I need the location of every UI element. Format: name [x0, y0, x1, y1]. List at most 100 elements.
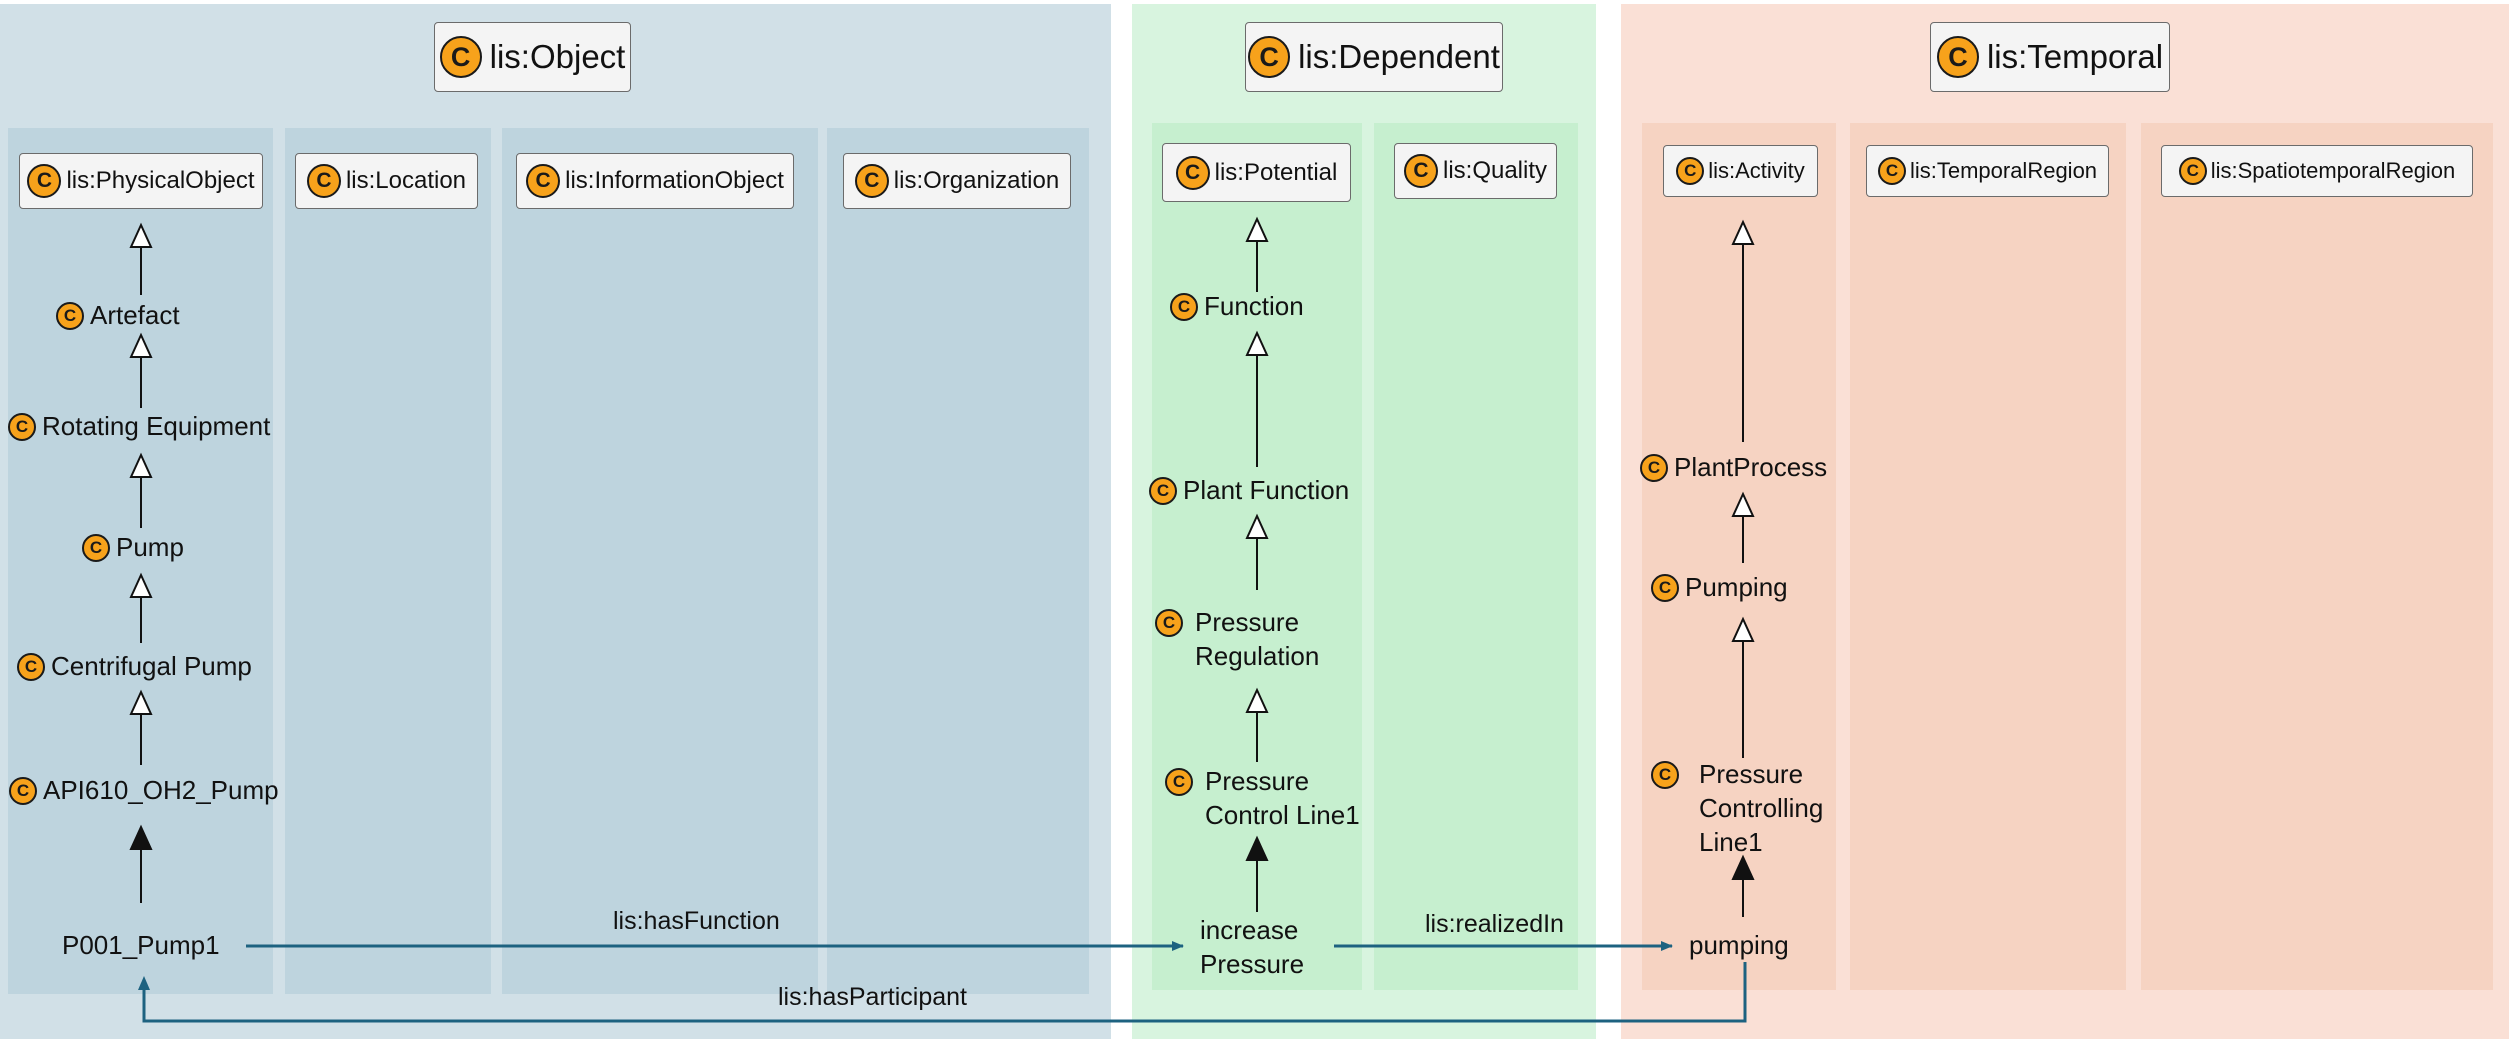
class-c-icon: C — [1936, 36, 1979, 78]
class-c-icon: C — [8, 412, 36, 441]
class-node-label: API610_OH2_Pump — [43, 775, 279, 805]
class-node-label: Artefact — [90, 300, 180, 330]
class-node-pressure-controlling-line1[interactable]: C Pressure Controlling Line1 — [1651, 757, 1849, 859]
class-node-pressure-control-line1[interactable]: C Pressure Control Line1 — [1165, 764, 1375, 832]
class-c-icon: C — [1877, 157, 1906, 185]
class-node-artefact[interactable]: C Artefact — [56, 300, 180, 331]
class-node-plant-function[interactable]: C Plant Function — [1149, 475, 1349, 506]
class-c-icon: C — [17, 652, 45, 681]
subclass-arrowhead — [129, 689, 153, 715]
class-box-label: lis:InformationObject — [565, 167, 784, 194]
subclass-arrowhead — [1731, 219, 1755, 245]
class-node-pump[interactable]: C Pump — [82, 532, 184, 563]
relation-label-realized-in: lis:realizedIn — [1425, 910, 1564, 938]
subclass-arrowhead — [1245, 216, 1269, 242]
class-box-information-object[interactable]: C lis:InformationObject — [516, 153, 794, 209]
class-node-label: PlantProcess — [1674, 452, 1828, 482]
class-c-icon: C — [2178, 157, 2207, 185]
class-box-label: lis:SpatiotemporalRegion — [2210, 158, 2456, 183]
has-participant-arrowhead — [138, 976, 150, 990]
class-c-icon: C — [1248, 36, 1291, 78]
subclass-arrowhead — [129, 452, 153, 478]
class-node-label: Plant Function — [1183, 475, 1350, 505]
class-node-label: Rotating Equipment — [42, 411, 271, 441]
subclass-arrowhead — [129, 222, 153, 248]
class-node-label: Pump — [116, 532, 184, 562]
class-box-label: lis:Organization — [893, 167, 1060, 194]
column-organization — [827, 128, 1089, 994]
class-node-label: Pressure Regulation — [1195, 607, 1320, 671]
class-box-label: lis:Quality — [1442, 157, 1548, 184]
class-c-icon: C — [9, 776, 37, 805]
class-box-spatiotemporal-region[interactable]: C lis:SpatiotemporalRegion — [2161, 145, 2473, 197]
class-node-label: Centrifugal Pump — [51, 651, 252, 681]
subclass-arrowhead — [1245, 330, 1269, 356]
class-c-icon: C — [1165, 768, 1193, 796]
object-panel-title[interactable]: C lis:Object — [434, 22, 631, 92]
class-node-label: Function — [1204, 291, 1304, 321]
class-box-potential[interactable]: C lis:Potential — [1162, 143, 1351, 202]
class-c-icon: C — [439, 36, 482, 78]
subclass-arrowhead — [1731, 491, 1755, 517]
class-c-icon: C — [1640, 453, 1668, 482]
column-activity — [1642, 123, 1836, 990]
class-box-label: lis:Potential — [1214, 158, 1338, 186]
class-c-icon: C — [1651, 761, 1679, 789]
class-c-icon: C — [27, 164, 62, 198]
class-node-api610-oh2-pump[interactable]: C API610_OH2_Pump — [9, 775, 279, 806]
class-box-label: lis:Location — [345, 167, 467, 194]
class-node-pumping[interactable]: C Pumping — [1651, 572, 1788, 603]
has-participant-edge — [142, 962, 1747, 1023]
subclass-arrowhead — [1245, 687, 1269, 713]
column-temporal-region — [1850, 123, 2126, 990]
class-c-icon: C — [526, 164, 561, 198]
column-quality — [1374, 123, 1578, 990]
class-box-temporal-region[interactable]: C lis:TemporalRegion — [1866, 145, 2109, 197]
class-c-icon: C — [1651, 573, 1679, 602]
column-location — [285, 128, 491, 994]
class-node-centrifugal-pump[interactable]: C Centrifugal Pump — [17, 651, 252, 682]
class-c-icon: C — [854, 164, 889, 198]
relation-label-has-participant: lis:hasParticipant — [778, 983, 967, 1011]
class-c-icon: C — [306, 164, 341, 198]
dependent-panel-title-label: lis:Dependent — [1298, 38, 1500, 75]
class-c-icon: C — [56, 301, 84, 330]
class-box-location[interactable]: C lis:Location — [295, 153, 478, 209]
class-c-icon: C — [1403, 154, 1438, 188]
individual-increase-pressure[interactable]: increase Pressure — [1200, 915, 1305, 979]
instance-arrowhead — [1731, 854, 1755, 880]
class-node-label: Pressure Control Line1 — [1205, 766, 1360, 830]
class-box-label: lis:PhysicalObject — [66, 167, 255, 194]
class-c-icon: C — [1149, 476, 1177, 505]
class-c-icon: C — [82, 533, 110, 562]
subclass-arrowhead — [1245, 513, 1269, 539]
class-c-icon: C — [1155, 609, 1183, 637]
class-c-icon: C — [1170, 292, 1198, 321]
class-node-plant-process[interactable]: C PlantProcess — [1640, 452, 1827, 483]
instance-arrowhead — [1245, 835, 1269, 861]
class-node-pressure-regulation[interactable]: C Pressure Regulation — [1155, 605, 1335, 673]
dependent-panel-title[interactable]: C lis:Dependent — [1245, 22, 1503, 92]
subclass-arrowhead — [129, 332, 153, 358]
class-box-activity[interactable]: C lis:Activity — [1663, 145, 1818, 197]
individual-pumping[interactable]: pumping — [1689, 930, 1789, 960]
class-box-label: lis:TemporalRegion — [1909, 158, 2098, 183]
class-node-function[interactable]: C Function — [1170, 291, 1304, 322]
class-node-label: Pressure Controlling Line1 — [1699, 759, 1824, 857]
class-box-quality[interactable]: C lis:Quality — [1394, 143, 1557, 199]
class-box-organization[interactable]: C lis:Organization — [843, 153, 1071, 209]
object-panel-title-label: lis:Object — [489, 38, 626, 75]
class-box-physical-object[interactable]: C lis:PhysicalObject — [19, 153, 263, 209]
class-c-icon: C — [1676, 157, 1705, 185]
class-node-rotating-equipment[interactable]: C Rotating Equipment — [8, 411, 270, 442]
individual-p001-pump1[interactable]: P001_Pump1 — [62, 930, 220, 960]
temporal-panel-title[interactable]: C lis:Temporal — [1930, 22, 2170, 92]
class-c-icon: C — [1175, 155, 1210, 190]
relation-label-has-function: lis:hasFunction — [613, 907, 780, 935]
temporal-panel-title-label: lis:Temporal — [1986, 38, 2164, 75]
class-box-label: lis:Activity — [1708, 158, 1805, 183]
column-information-object — [502, 128, 818, 994]
column-spatiotemporal-region — [2141, 123, 2493, 990]
subclass-arrowhead — [129, 572, 153, 598]
